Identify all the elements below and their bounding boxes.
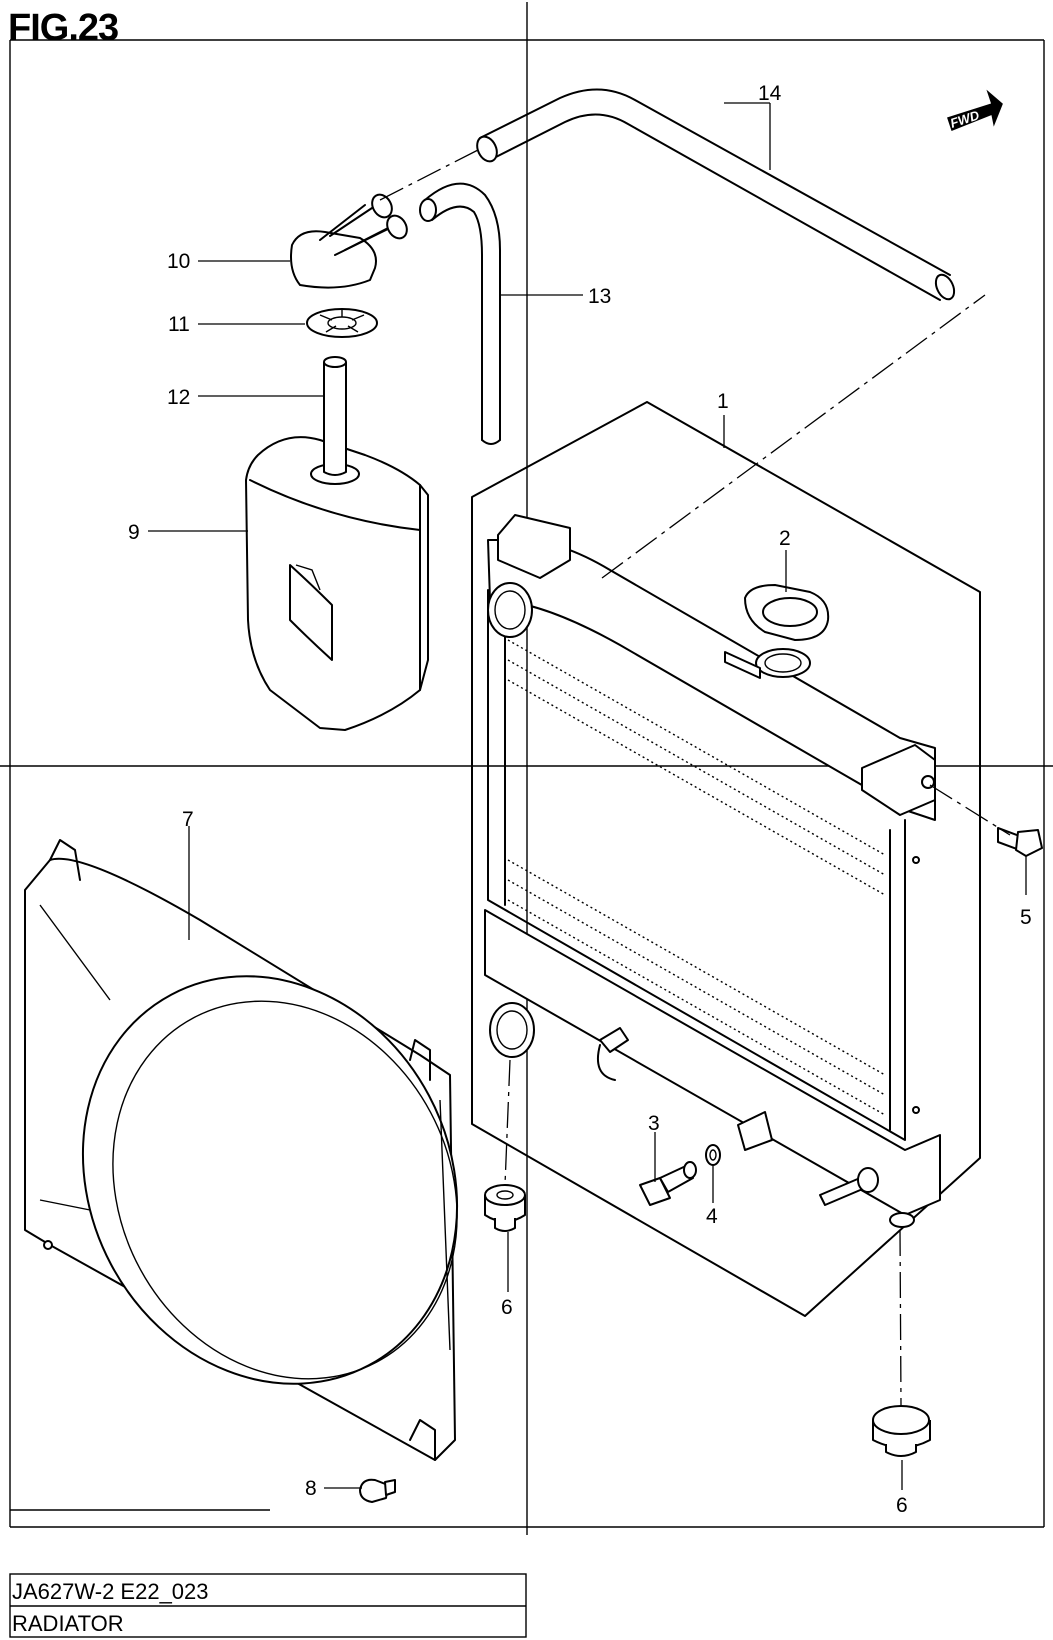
- part-8-bolt: [359, 1478, 396, 1503]
- callout-14: 14: [758, 82, 782, 105]
- callout-numbers: 14 10 13 11 12 1 9 2 7 5 3 4 6 6 8: [128, 82, 1032, 1517]
- part-4-o-ring: [705, 1144, 721, 1166]
- leader-lines: [148, 102, 1027, 1490]
- part-6-grommet-right: [872, 1405, 931, 1457]
- callout-10: 10: [167, 250, 190, 273]
- part-11-gasket: [306, 308, 378, 338]
- part-10-reservoir-cap: [290, 193, 408, 289]
- drawing-code: JA627W-2 E22_023: [12, 1579, 209, 1604]
- callout-6-left: 6: [501, 1296, 513, 1319]
- part-14-upper-hose: [476, 88, 956, 301]
- callout-12: 12: [167, 386, 190, 409]
- part-3-switch: [639, 1161, 697, 1206]
- title-block: JA627W-2 E22_023 RADIATOR: [9, 1573, 527, 1638]
- callout-8: 8: [305, 1477, 317, 1500]
- callout-3: 3: [648, 1112, 660, 1135]
- part-5-bolt: [997, 827, 1043, 857]
- callout-7: 7: [182, 808, 194, 831]
- callout-1: 1: [717, 390, 729, 413]
- figure-title: FIG.23: [8, 7, 118, 49]
- callout-9: 9: [128, 521, 140, 544]
- assembly-lines: [379, 149, 1011, 1406]
- callout-11: 11: [168, 313, 190, 336]
- part-7-fan-shroud: [24, 839, 459, 1461]
- part-2-radiator-cap: [744, 584, 830, 641]
- fwd-label: FWD: [948, 107, 981, 131]
- callout-6-right: 6: [896, 1494, 908, 1517]
- drawing-frame: [0, 2, 1053, 1535]
- part-13-overflow-hose: [419, 182, 501, 445]
- callout-5: 5: [1020, 906, 1032, 929]
- fwd-arrow-icon: FWD: [947, 89, 1003, 131]
- callout-2: 2: [779, 527, 791, 550]
- part-9-reservoir-tank: [245, 436, 429, 731]
- drawing-name: RADIATOR: [12, 1611, 124, 1636]
- part-6-grommet-left: [484, 1184, 526, 1232]
- callout-13: 13: [588, 285, 611, 308]
- radiator-group-outline: [471, 401, 981, 1317]
- callout-4: 4: [706, 1205, 718, 1228]
- part-1-radiator: [484, 514, 941, 1228]
